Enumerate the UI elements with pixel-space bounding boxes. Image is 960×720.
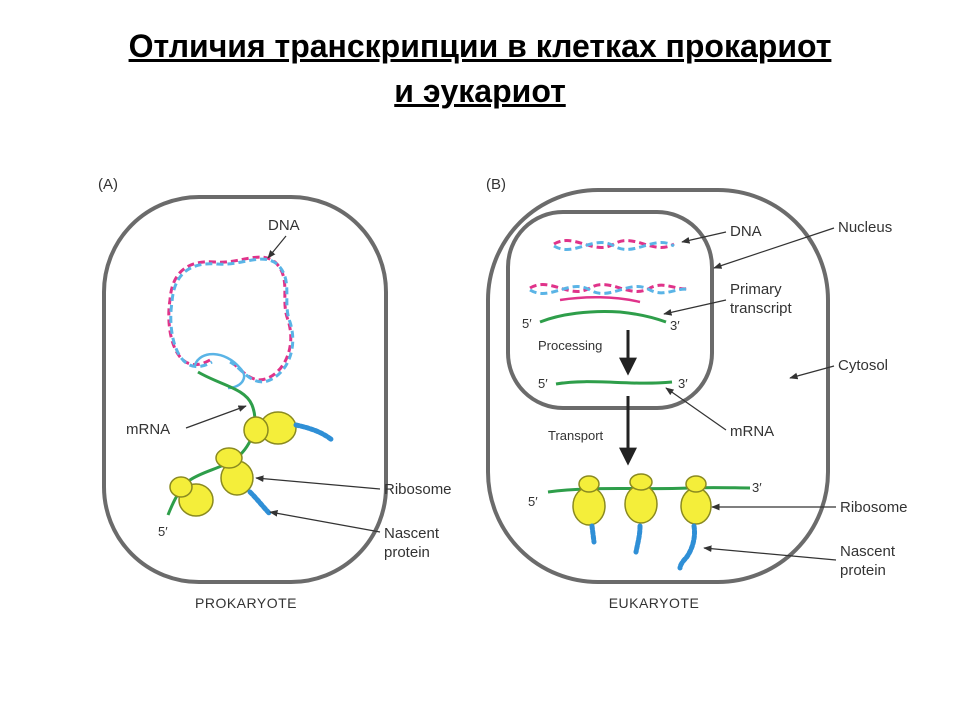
prokaryote-ribosome-2 bbox=[215, 447, 254, 496]
eukaryote-nucleus-membrane bbox=[506, 210, 714, 410]
eukaryote-primary-transcript bbox=[539, 310, 667, 324]
panel-eukaryote: (B) bbox=[486, 176, 908, 611]
prokaryote-caption: PROKARYOTE bbox=[195, 595, 297, 611]
nuclear-mrna-three-prime: 3′ bbox=[678, 376, 688, 391]
eukaryote-mrna-label: mRNA bbox=[730, 423, 774, 440]
transport-label: Transport bbox=[548, 428, 604, 443]
page-title: Отличия транскрипции в клетках прокариот… bbox=[0, 24, 960, 114]
primary-transcript-label-1: Primary bbox=[730, 281, 782, 298]
eukaryote-cell-membrane bbox=[486, 188, 830, 584]
primary-transcript-label-2: transcript bbox=[730, 300, 793, 317]
prokaryote-protein-chain-1 bbox=[293, 422, 335, 443]
prokaryote-cell-membrane bbox=[102, 195, 388, 584]
eukaryote-ribosome-1 bbox=[572, 475, 606, 526]
prokaryote-nascent-label-2: protein bbox=[384, 544, 430, 561]
eukaryote-ribosome-3 bbox=[680, 475, 712, 525]
prokaryote-mrna-label: mRNA bbox=[126, 421, 170, 438]
prokaryote-ribosome-1 bbox=[243, 411, 297, 445]
prokaryote-dna-label: DNA bbox=[268, 217, 300, 234]
cytosol-label: Cytosol bbox=[838, 357, 888, 374]
title-line-1: Отличия транскрипции в клетках прокариот bbox=[128, 28, 832, 64]
title-line-2: и эукариот bbox=[394, 73, 566, 109]
eukaryote-protein-chain-3 bbox=[677, 523, 697, 571]
processing-label: Processing bbox=[538, 338, 602, 353]
prokaryote-nascent-label-1: Nascent bbox=[384, 525, 440, 542]
primary-three-prime: 3′ bbox=[670, 318, 680, 333]
primary-five-prime: 5′ bbox=[522, 316, 532, 331]
eukaryote-nuclear-mrna bbox=[555, 380, 673, 386]
prokaryote-ribosome-3 bbox=[169, 476, 214, 517]
eukaryote-caption: EUKARYOTE bbox=[609, 595, 700, 611]
eukaryote-protein-chain-1 bbox=[589, 523, 597, 545]
prokaryote-dna-loop bbox=[167, 255, 295, 390]
nuclear-mrna-five-prime: 5′ bbox=[538, 376, 548, 391]
prokaryote-ribosome-label: Ribosome bbox=[384, 481, 452, 498]
eukaryote-ribosome-2 bbox=[624, 473, 658, 524]
panel-a-tag: (A) bbox=[98, 176, 118, 193]
prokaryote-protein-chain-2 bbox=[247, 489, 273, 517]
eukaryote-nascent-label-1: Nascent bbox=[840, 543, 896, 560]
eukaryote-nascent-label-2: protein bbox=[840, 562, 886, 579]
eukaryote-dna-lower bbox=[529, 283, 691, 304]
eukaryote-protein-chain-2 bbox=[633, 523, 643, 555]
eukaryote-ribosome-label: Ribosome bbox=[840, 499, 908, 516]
cytosol-mrna-three-prime: 3′ bbox=[752, 480, 762, 495]
eukaryote-dna-upper bbox=[553, 239, 675, 251]
eukaryote-dna-label: DNA bbox=[730, 223, 762, 240]
prokaryote-five-prime-label: 5′ bbox=[158, 524, 168, 539]
cytosol-mrna-five-prime: 5′ bbox=[528, 494, 538, 509]
panel-prokaryote: (A) DNA mRNA bbox=[98, 176, 452, 611]
panel-b-tag: (B) bbox=[486, 176, 506, 193]
eukaryote-nucleus-label: Nucleus bbox=[838, 219, 892, 236]
